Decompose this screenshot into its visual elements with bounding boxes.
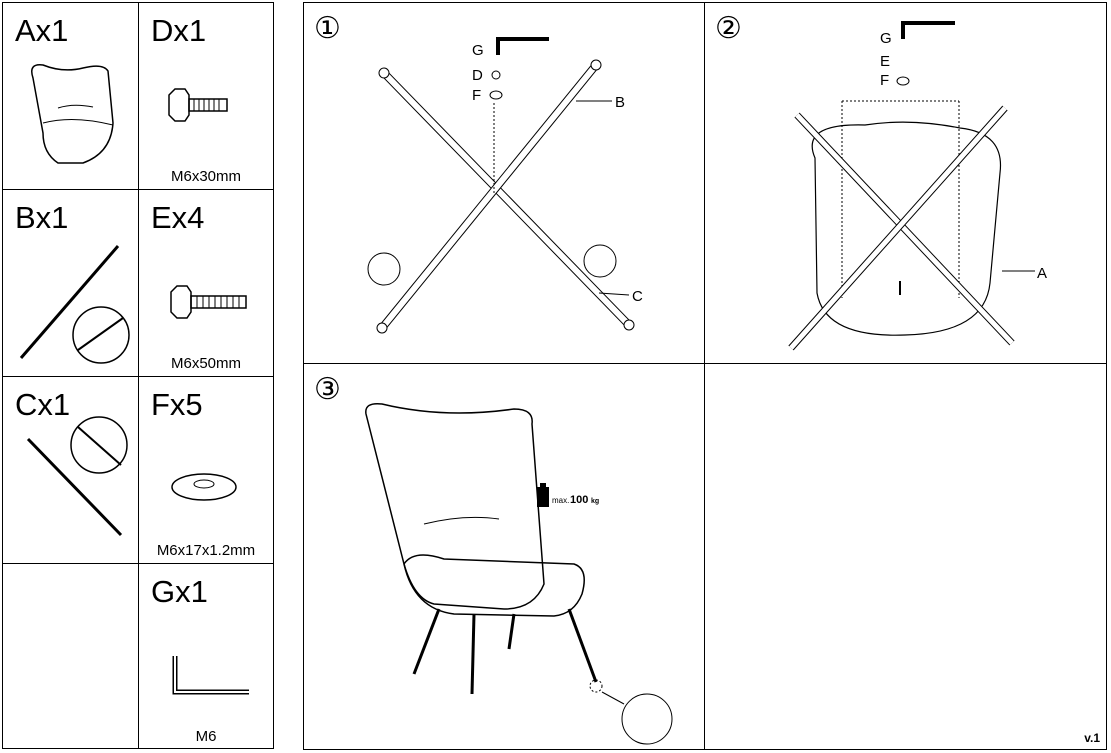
- part-label: Cx1: [15, 387, 71, 422]
- part-b-cell: Bx1: [3, 190, 139, 377]
- part-label: Ex4: [151, 200, 205, 235]
- part-size: M6: [195, 728, 217, 745]
- leg-c-icon: [26, 416, 128, 537]
- max-unit: kg: [591, 498, 599, 505]
- part-size: M6x30mm: [170, 168, 241, 185]
- bolt-icon: [168, 88, 228, 122]
- assembly-steps: ① G D F B C ②: [303, 2, 1107, 750]
- part-label: Bx1: [15, 200, 69, 235]
- leg-b-icon: [19, 245, 130, 364]
- parts-list: Ax1 Dx1 M6x30mm Bx1 Ex4 M6x50mm: [2, 2, 274, 749]
- part-c-cell: Cx1: [3, 377, 139, 564]
- part-label: Fx5: [151, 387, 203, 422]
- max-label: max.: [552, 496, 569, 505]
- step-2: ② G E F A: [705, 3, 1106, 364]
- callout-e: E: [880, 53, 890, 70]
- part-f-cell: Fx5 M6x17x1.2mm: [139, 377, 274, 564]
- assembled-chair-diagram: max. 100 kg: [365, 402, 673, 745]
- callout-a: A: [1037, 265, 1047, 282]
- empty-cell: [3, 564, 139, 749]
- part-g-cell: Gx1 M6: [139, 564, 274, 749]
- version-label: v.1: [1084, 731, 1100, 745]
- part-label: Gx1: [151, 574, 208, 609]
- callout-b: B: [615, 94, 625, 111]
- part-d-cell: Dx1 M6x30mm: [139, 3, 274, 190]
- part-label: Dx1: [151, 13, 207, 48]
- part-e-cell: Ex4 M6x50mm: [139, 190, 274, 377]
- step-number: ③: [314, 372, 341, 407]
- armchair-icon: [31, 64, 114, 164]
- seat-base-diagram: G E F A: [788, 21, 1047, 351]
- callout-f: F: [880, 72, 889, 89]
- leg-cross-diagram: G D F B C: [367, 37, 643, 334]
- step-1: ① G D F B C: [304, 3, 705, 364]
- weight-icon: [537, 487, 549, 507]
- step-number: ①: [314, 11, 341, 46]
- callout-g: G: [472, 42, 484, 59]
- part-size: M6x50mm: [170, 355, 241, 372]
- part-a-cell: Ax1: [3, 3, 139, 190]
- callout-d: D: [472, 67, 483, 84]
- max-value: 100: [570, 494, 588, 506]
- bolt-icon: [170, 285, 247, 319]
- part-size: M6x17x1.2mm: [156, 542, 256, 559]
- step-3: ③ max. 100 kg: [304, 364, 705, 749]
- part-label: Ax1: [15, 13, 69, 48]
- callout-g: G: [880, 30, 892, 47]
- empty-step-cell: v.1: [705, 364, 1106, 749]
- step-number: ②: [715, 11, 742, 46]
- allen-key-icon: [172, 656, 249, 695]
- callout-c: C: [632, 288, 643, 305]
- callout-f: F: [472, 87, 481, 104]
- washer-icon: [171, 473, 237, 501]
